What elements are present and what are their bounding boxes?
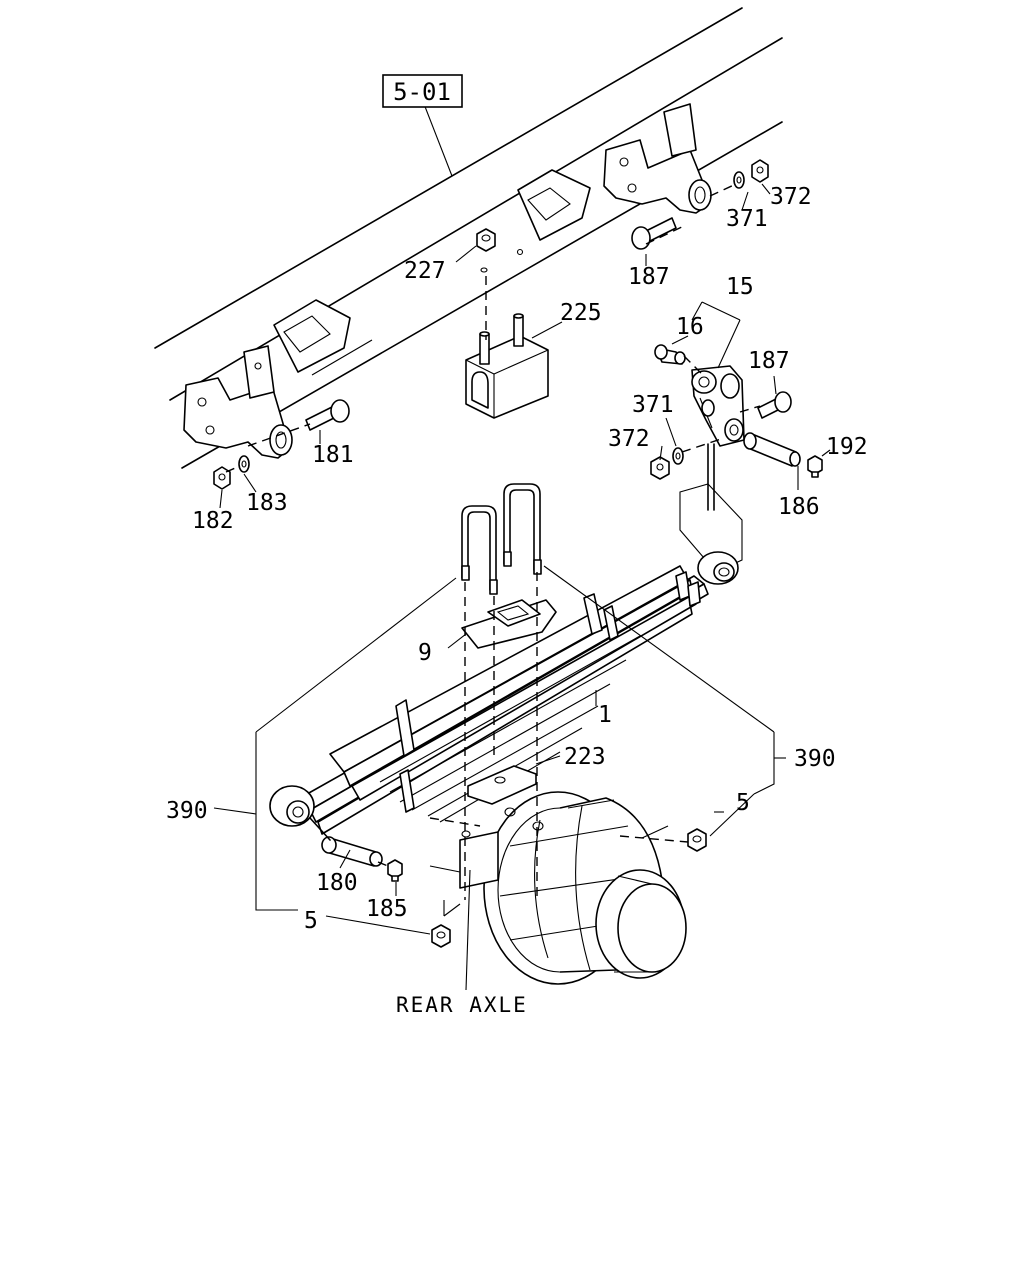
callout-181[interactable]: 181 [312, 442, 354, 468]
callout-5-right[interactable]: 5 [736, 790, 750, 816]
reference-box[interactable]: 5-01 [382, 74, 463, 108]
rear-spring-hanger-bracket [516, 103, 712, 256]
bolt-181 [305, 399, 350, 431]
nut-372-lower [650, 456, 670, 480]
callout-223[interactable]: 223 [564, 744, 606, 770]
washer-371-upper [733, 171, 745, 189]
shackle-assembly-15 [691, 365, 745, 447]
front-spring-hanger-bracket [183, 299, 351, 459]
callout-183[interactable]: 183 [246, 490, 288, 516]
callout-15[interactable]: 15 [726, 274, 754, 300]
nut-182 [213, 466, 231, 490]
bump-stopper-225 [465, 313, 549, 419]
shackle-pin-16 [654, 344, 686, 365]
shackle-pin-186 [743, 432, 801, 467]
callout-180[interactable]: 180 [316, 870, 358, 896]
callout-372-lower[interactable]: 372 [608, 426, 650, 452]
callout-1[interactable]: 1 [598, 702, 612, 728]
grease-nipple-185 [387, 859, 403, 882]
callout-16[interactable]: 16 [676, 314, 704, 340]
rear-axle-caption: REAR AXLE [396, 993, 528, 1017]
bolt-187-upper [631, 217, 677, 250]
callout-371-lower[interactable]: 371 [632, 392, 674, 418]
reference-box-label: 5-01 [393, 78, 451, 106]
callout-192[interactable]: 192 [826, 434, 868, 460]
spring-seat-plate-9 [461, 599, 557, 649]
callout-9[interactable]: 9 [418, 640, 432, 666]
nut-227 [476, 228, 496, 273]
callout-227[interactable]: 227 [404, 258, 446, 284]
u-bolt-390-rear [503, 483, 542, 575]
grease-nipple-192 [807, 455, 823, 478]
callout-187-lower[interactable]: 187 [748, 348, 790, 374]
callout-186[interactable]: 186 [778, 494, 820, 520]
spring-rear-eye-bracket [679, 443, 743, 573]
callout-372-upper[interactable]: 372 [770, 184, 812, 210]
nut-5-right [687, 828, 707, 852]
u-bolt-390-front [461, 505, 498, 595]
leaf-spring-1 [269, 551, 739, 835]
callout-5-left[interactable]: 5 [304, 908, 318, 934]
washer-371-lower [672, 447, 684, 465]
nut-372-upper [751, 159, 769, 183]
rear-axle-hub [459, 791, 687, 985]
nut-5-left [431, 924, 451, 948]
leader-lines [213, 103, 831, 991]
callout-185[interactable]: 185 [366, 896, 408, 922]
callout-390-left[interactable]: 390 [166, 798, 208, 824]
washer-183 [238, 455, 250, 473]
callout-225[interactable]: 225 [560, 300, 602, 326]
callout-182[interactable]: 182 [192, 508, 234, 534]
callout-labels: 227 225 187 371 372 181 182 183 15 16 18… [166, 184, 868, 1017]
bolt-187-lower [757, 391, 792, 419]
callout-371-upper[interactable]: 371 [726, 206, 768, 232]
callout-187-upper[interactable]: 187 [628, 264, 670, 290]
callout-390-right[interactable]: 390 [794, 746, 836, 772]
